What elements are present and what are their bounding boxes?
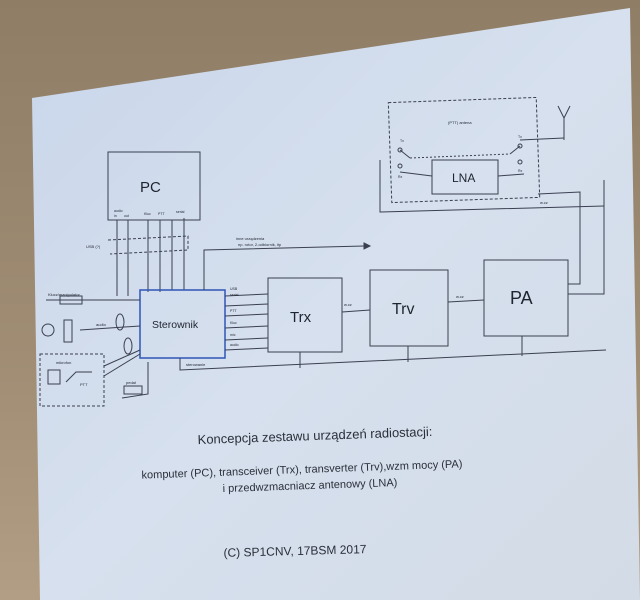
trv-label: Trv <box>392 301 415 318</box>
ctrl-mic: mic <box>230 333 236 337</box>
antenna-port-rx2: Rx <box>518 169 523 173</box>
key-label: Klucz/manipulator <box>48 292 80 297</box>
antenna-port-rx1: Rx <box>398 175 403 179</box>
note-other-devices: inne urządzenia <box>236 236 265 241</box>
sterownik-label: Sterownik <box>152 319 199 331</box>
pc-label: PC <box>140 179 161 196</box>
ctrl-usb: USB <box>230 287 238 291</box>
antenna-port-tx1: Tx <box>400 139 404 143</box>
ctrl-ptt: PTT <box>230 309 237 313</box>
pc-port-serial: serial <box>176 210 185 214</box>
pedal-label: pedał <box>126 380 136 385</box>
rf-label-3: w.cz <box>540 200 548 205</box>
trx-label: Trx <box>290 309 312 326</box>
antenna-box-label: (PTT) antena <box>448 120 472 125</box>
pc-port-kluc: Kluc <box>144 212 151 216</box>
pc-port-in: in <box>114 214 117 218</box>
mikrofon-label: mikrofon <box>56 360 71 365</box>
lna-label: LNA <box>452 171 475 185</box>
ctrl-audio: audio <box>230 343 239 347</box>
rf-label-1: w.cz <box>344 302 352 307</box>
pc-port-ptt: PTT <box>158 212 165 216</box>
pc-port-out: out <box>124 214 129 218</box>
ctrl-kluc: Kluc <box>230 321 237 325</box>
audio-label: audio <box>96 322 107 327</box>
ctrl-serial: serial <box>230 293 239 297</box>
pa-label: PA <box>510 288 533 308</box>
slide-background <box>32 8 640 600</box>
pc-port-audio: audio <box>114 209 123 213</box>
rf-label-2: w.cz <box>456 294 464 299</box>
note-rotor: np. rotor, 2-odbiornik, itp <box>238 242 282 247</box>
usb-label: USB (?) <box>86 244 101 249</box>
antenna-port-tx2: Tx <box>518 135 522 139</box>
ptt-label: PTT <box>80 382 88 387</box>
sterowanie-label: sterowanie <box>186 362 206 367</box>
